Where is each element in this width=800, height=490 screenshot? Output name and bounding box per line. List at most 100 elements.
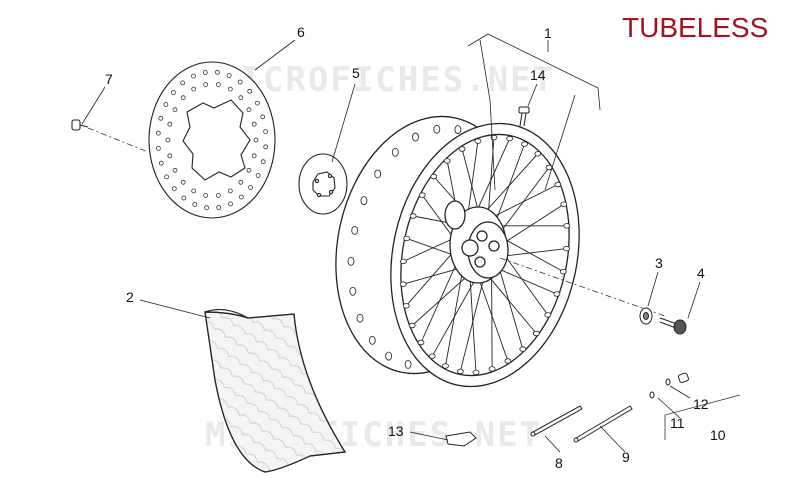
callout-11: 11 bbox=[670, 415, 685, 431]
spoke-nipple bbox=[532, 330, 540, 337]
disc-hole bbox=[247, 88, 253, 94]
spoke-nipple bbox=[408, 322, 416, 329]
spoke-nipple bbox=[458, 146, 466, 152]
rim-hole bbox=[360, 196, 368, 206]
disc-hole bbox=[253, 137, 259, 143]
disc-hole bbox=[238, 95, 244, 101]
disc-hole bbox=[215, 82, 221, 87]
disc-hole bbox=[238, 194, 244, 200]
disc-hole bbox=[191, 73, 196, 79]
callout-3: 3 bbox=[655, 255, 663, 271]
disc-bolt bbox=[71, 119, 89, 131]
rim-hole bbox=[404, 359, 412, 369]
disc-hole bbox=[204, 205, 210, 211]
disc-hole bbox=[263, 129, 269, 135]
disc-hole bbox=[165, 137, 171, 143]
spoke-nipple bbox=[417, 339, 425, 346]
disc-hole bbox=[260, 114, 266, 120]
disc-hole bbox=[158, 115, 164, 121]
disc-hole bbox=[227, 188, 233, 194]
spoke-nipple bbox=[399, 281, 407, 287]
callout-1: 1 bbox=[544, 25, 552, 41]
rim-hole bbox=[349, 286, 357, 296]
disc-hole bbox=[255, 173, 261, 178]
disc-hole bbox=[228, 201, 233, 207]
disc-carrier bbox=[298, 153, 348, 215]
callout-2: 2 bbox=[126, 289, 134, 305]
callout-10: 10 bbox=[710, 427, 726, 443]
callout-6: 6 bbox=[297, 24, 305, 40]
tyre bbox=[204, 308, 347, 473]
callout-12: 12 bbox=[693, 396, 709, 412]
spoke-nipple bbox=[559, 268, 567, 275]
disc-hole bbox=[164, 174, 170, 180]
disc-hole bbox=[180, 80, 186, 86]
disc-hole bbox=[248, 185, 254, 190]
disc-hole bbox=[251, 121, 257, 127]
spacer bbox=[639, 307, 653, 325]
rim-hole bbox=[347, 256, 355, 266]
spoke-nipple bbox=[399, 258, 407, 265]
disc-hole bbox=[216, 205, 222, 210]
spoke-nipple bbox=[443, 158, 451, 164]
pin-8 bbox=[530, 405, 583, 437]
callout-14: 14 bbox=[530, 67, 546, 83]
disc-hole bbox=[180, 179, 186, 185]
callout-5: 5 bbox=[352, 65, 360, 81]
rim-hole bbox=[385, 351, 393, 361]
disc-hole bbox=[158, 160, 164, 166]
rim-hole bbox=[412, 132, 419, 142]
callout-8: 8 bbox=[555, 455, 563, 471]
disc-hole bbox=[192, 202, 198, 207]
rim-hole bbox=[356, 313, 364, 323]
spoke-nipple bbox=[428, 353, 436, 359]
rim-hole bbox=[433, 124, 441, 134]
disc-hole bbox=[181, 195, 187, 201]
disc-hole bbox=[246, 167, 252, 173]
disc-hole bbox=[191, 188, 197, 194]
disc-hole bbox=[155, 145, 161, 151]
callout-13: 13 bbox=[388, 423, 404, 439]
pin-9 bbox=[573, 405, 633, 443]
spoke-nipple bbox=[563, 245, 570, 252]
disc-hole bbox=[254, 100, 260, 106]
disc-hole bbox=[227, 86, 233, 92]
spoke-nipple bbox=[456, 368, 464, 375]
spoke-nipple bbox=[474, 138, 482, 144]
spoke-nipple bbox=[488, 366, 496, 372]
spoke-nipple bbox=[519, 346, 527, 352]
spoke-nipple bbox=[563, 223, 571, 229]
spoke-nipple bbox=[402, 303, 410, 309]
spoke-nipple bbox=[560, 201, 568, 207]
spoke-nipple bbox=[504, 358, 512, 364]
disc-hole bbox=[203, 192, 209, 198]
valve-screw bbox=[518, 106, 530, 127]
disc-hole bbox=[251, 153, 257, 159]
disc-hole bbox=[163, 102, 169, 107]
spoke-nipple bbox=[521, 141, 528, 147]
spoke-nipple bbox=[545, 164, 553, 171]
disc-hole bbox=[260, 159, 266, 165]
disc-hole bbox=[172, 107, 178, 113]
spoke-nipple bbox=[409, 213, 417, 219]
disc-hole bbox=[238, 179, 244, 185]
rim-hole bbox=[368, 335, 376, 345]
spoke-nipple bbox=[553, 291, 561, 297]
disc-hole bbox=[226, 73, 232, 78]
spoke-nipple bbox=[403, 235, 411, 242]
spoke-nipple bbox=[506, 135, 514, 142]
rim-hole bbox=[351, 225, 359, 235]
spoke-nipple bbox=[442, 363, 449, 369]
callout-9: 9 bbox=[622, 449, 630, 465]
diagram-title: TUBELESS bbox=[622, 12, 769, 43]
watermark-top: MICROFICHES.NET bbox=[218, 60, 556, 100]
disc-hole bbox=[170, 90, 176, 95]
spoked-wheel bbox=[335, 115, 580, 388]
disc-hole bbox=[180, 95, 186, 101]
disc-hole bbox=[263, 144, 269, 150]
callout-7: 7 bbox=[105, 71, 113, 87]
valve-cap bbox=[649, 372, 690, 399]
disc-hole bbox=[203, 82, 209, 87]
